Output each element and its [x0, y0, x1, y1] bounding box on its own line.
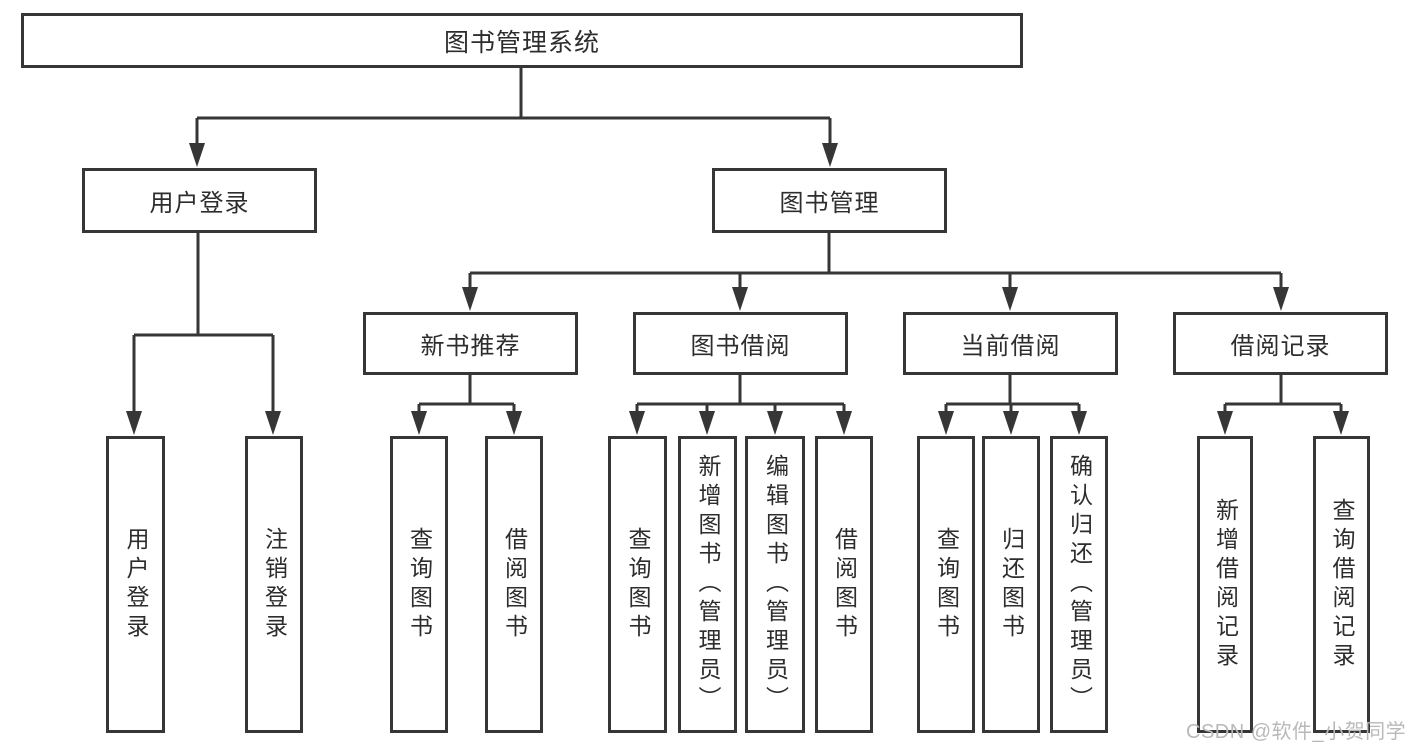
node-current-borrowing: 当前借阅	[903, 312, 1118, 375]
arrowhead-icon	[411, 411, 427, 435]
connector-borrowing-records-children	[1217, 375, 1349, 435]
arrowhead-icon	[1333, 411, 1349, 435]
leaf-borrow-books-recommend: 借阅图书	[485, 436, 543, 733]
arrowhead-icon	[732, 287, 748, 311]
node-root: 图书管理系统	[21, 13, 1023, 68]
arrowhead-icon	[462, 287, 478, 311]
arrowhead-icon	[822, 143, 838, 167]
leaf-add-borrow-record: 新增借阅记录	[1197, 436, 1253, 733]
arrowhead-icon	[699, 411, 715, 435]
node-book-borrowing: 图书借阅	[633, 312, 848, 375]
arrowhead-icon	[189, 143, 205, 167]
arrowhead-icon	[1071, 411, 1087, 435]
leaf-edit-book-admin: 编辑图书（管理员）	[745, 436, 805, 733]
connector-root-to-level2	[189, 68, 838, 167]
arrowhead-icon	[1217, 411, 1233, 435]
arrowhead-icon	[1003, 411, 1019, 435]
arrowhead-icon	[1002, 287, 1018, 311]
node-borrowing-records: 借阅记录	[1173, 312, 1388, 375]
arrowhead-icon	[629, 411, 645, 435]
arrowhead-icon	[938, 411, 954, 435]
leaf-confirm-return-admin: 确认归还（管理员）	[1050, 436, 1108, 733]
connector-user-login-children	[126, 233, 281, 435]
leaf-user-login: 用户登录	[106, 436, 165, 733]
connector-current-borrowing-children	[938, 375, 1087, 435]
node-book-management: 图书管理	[712, 168, 947, 233]
csdn-watermark: CSDN @软件_小贺同学	[1186, 721, 1405, 743]
leaf-borrow-books: 借阅图书	[815, 436, 873, 733]
node-user-login: 用户登录	[82, 168, 317, 233]
arrowhead-icon	[126, 411, 142, 435]
connector-book-management-children	[462, 233, 1289, 311]
arrowhead-icon	[767, 411, 783, 435]
arrowhead-icon	[836, 411, 852, 435]
node-new-book-recommend: 新书推荐	[363, 312, 578, 375]
leaf-query-books-current: 查询图书	[917, 436, 975, 733]
leaf-return-books: 归还图书	[982, 436, 1040, 733]
leaf-query-books-recommend: 查询图书	[390, 436, 448, 733]
leaf-query-books-borrowing: 查询图书	[608, 436, 667, 733]
arrowhead-icon	[1273, 287, 1289, 311]
arrowhead-icon	[265, 411, 281, 435]
connector-book-borrowing-children	[629, 375, 852, 435]
connector-new-book-recommend-children	[411, 375, 522, 435]
leaf-add-book-admin: 新增图书（管理员）	[678, 436, 737, 733]
arrowhead-icon	[506, 411, 522, 435]
leaf-query-borrow-record: 查询借阅记录	[1313, 436, 1370, 733]
leaf-logout: 注销登录	[245, 436, 303, 733]
